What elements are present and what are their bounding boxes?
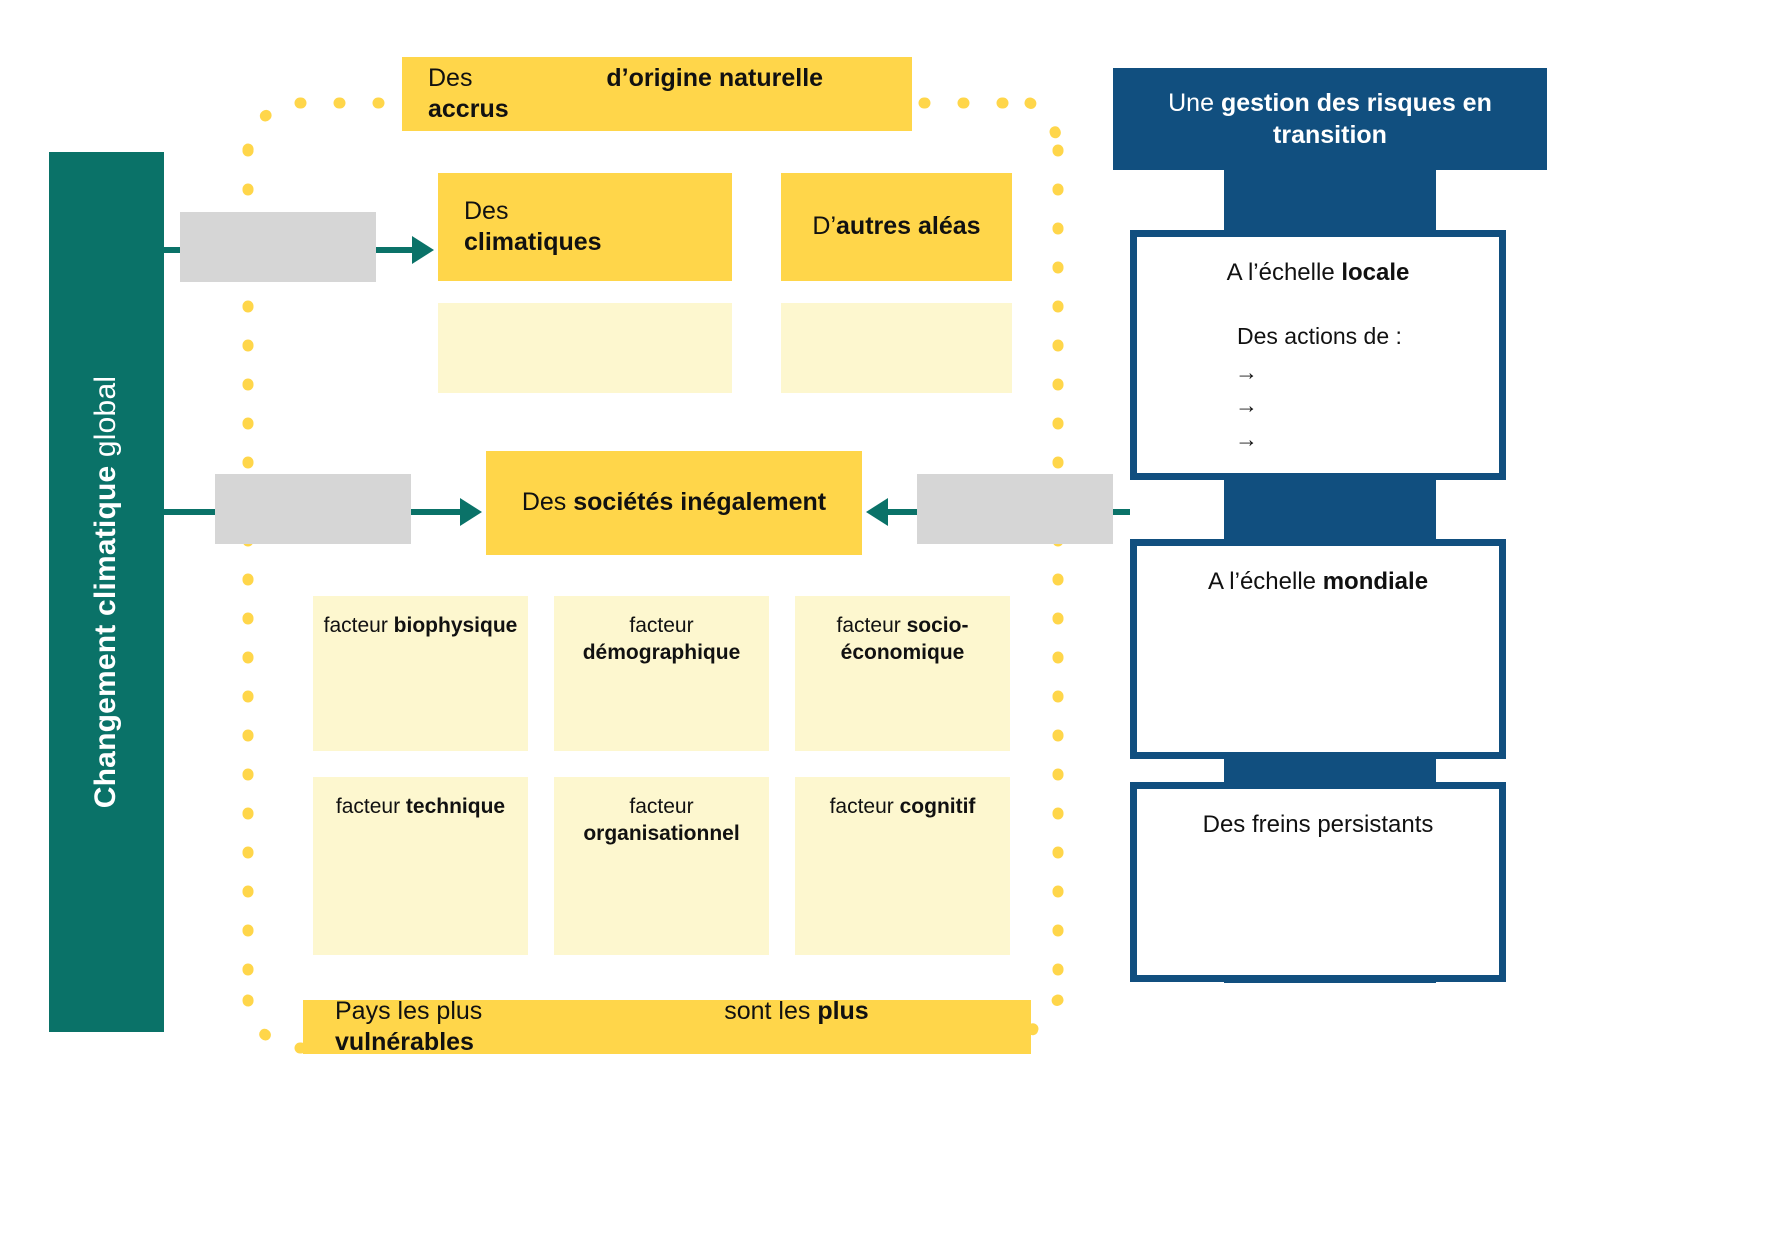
box-societies-text: Des sociétés inégalement: [486, 487, 862, 518]
answer-box-under-climatic[interactable]: [438, 303, 732, 393]
factor-2-lead: facteur: [836, 614, 907, 637]
factor-1-bold: démographique: [582, 641, 741, 665]
hazards-climatic-tail: climatiques: [464, 228, 602, 256]
box-bottom-banner-text: Pays les plus sont les plus vulnérables: [335, 996, 999, 1059]
left-title-regular: global: [89, 375, 123, 466]
arrow-bullet-icon-3[interactable]: →: [1235, 425, 1258, 452]
factor-card-1-text: facteur démographique: [554, 596, 769, 667]
card-locale-title-lead: A l’échelle: [1226, 259, 1342, 286]
card-freins-title-lead: Des freins persistants: [1202, 811, 1434, 838]
grey-placeholder-middle-left[interactable]: [215, 474, 411, 544]
societies-lead: Des: [521, 488, 574, 517]
factor-4-lead: facteur: [629, 795, 694, 818]
arrow-bullet-icon-1[interactable]: →: [1235, 359, 1258, 385]
factor-card-4[interactable]: facteur organisationnel: [554, 777, 769, 955]
factor-card-3-text: facteur technique: [313, 777, 528, 820]
factor-card-2[interactable]: facteur socio-économique: [795, 596, 1010, 751]
right-card-freins[interactable]: Des freins persistants: [1130, 782, 1506, 982]
left-title-band: Changement climatique global: [49, 152, 164, 1032]
connector-arrowhead-middle-left: [460, 498, 482, 526]
left-title-text: Changement climatique global: [90, 376, 124, 808]
box-societies[interactable]: Des sociétés inégalement: [486, 451, 862, 555]
box-hazards-other[interactable]: D’autres aléas: [781, 173, 1012, 281]
factor-card-0-text: facteur biophysique: [313, 596, 528, 639]
right-card-locale[interactable]: A l’échelle locale Des actions de : → → …: [1130, 230, 1506, 480]
connector-arrowhead-top: [412, 236, 434, 264]
factor-0-lead: facteur: [323, 614, 394, 637]
right-card-locale-subtitle: Des actions de :: [1237, 323, 1402, 349]
factor-3-lead: facteur: [335, 795, 406, 818]
card-mondiale-title-bold: mondiale: [1322, 568, 1429, 595]
right-card-locale-bullets: → → →: [1137, 350, 1499, 456]
banner-mid: sont les: [724, 996, 818, 1025]
box-hazards-other-text: D’autres aléas: [781, 211, 1012, 242]
factor-card-5-text: facteur cognitif: [795, 777, 1010, 820]
answer-box-under-other[interactable]: [781, 303, 1012, 393]
factor-5-lead: facteur: [829, 795, 900, 818]
factor-card-3[interactable]: facteur technique: [313, 777, 528, 955]
factor-card-4-text: facteur organisationnel: [554, 777, 769, 848]
hazards-other-tail: autres aléas: [836, 212, 981, 241]
card-mondiale-title-lead: A l’échelle: [1207, 568, 1323, 595]
factor-card-2-text: facteur socio-économique: [795, 596, 1010, 667]
factor-5-bold: cognitif: [899, 795, 976, 818]
box-hazards-climatic[interactable]: Des climatiques: [438, 173, 732, 281]
connector-arrowhead-middle-right: [866, 498, 888, 526]
banner-tail: plus vulnérables: [335, 996, 869, 1056]
factor-3-bold: technique: [405, 795, 506, 818]
grey-placeholder-top[interactable]: [180, 212, 376, 282]
right-card-mondiale-title: A l’échelle mondiale: [1137, 546, 1499, 596]
right-card-locale-title: A l’échelle locale: [1137, 237, 1499, 287]
factor-card-0[interactable]: facteur biophysique: [313, 596, 528, 751]
box-hazards-natural-text: Des d’origine naturelle accrus: [428, 63, 886, 126]
box-hazards-climatic-text: Des climatiques: [464, 196, 706, 259]
factor-card-1[interactable]: facteur démographique: [554, 596, 769, 751]
factor-card-5[interactable]: facteur cognitif: [795, 777, 1010, 955]
right-panel-header: Une gestion des risques en transition: [1113, 68, 1547, 170]
hazards-natural-lead: Des: [428, 63, 473, 92]
hazards-natural-tail: d’origine naturelle accrus: [428, 63, 824, 123]
hazards-other-lead: D’: [812, 212, 837, 241]
factor-1-lead: facteur: [629, 614, 694, 637]
banner-lead: Pays les plus: [335, 996, 483, 1025]
arrow-bullet-icon-2[interactable]: →: [1235, 392, 1258, 419]
box-bottom-banner[interactable]: Pays les plus sont les plus vulnérables: [303, 997, 1031, 1056]
factor-4-bold: organisationnel: [583, 822, 740, 846]
hazards-climatic-lead: Des: [464, 196, 509, 225]
right-header-bold: gestion des risques en transition: [1220, 88, 1492, 150]
societies-tail: sociétés inégalement: [573, 488, 827, 517]
left-title-bold: Changement climatique: [89, 465, 123, 809]
grey-placeholder-middle-right[interactable]: [917, 474, 1113, 544]
right-card-freins-title: Des freins persistants: [1137, 789, 1499, 839]
box-hazards-natural[interactable]: Des d’origine naturelle accrus: [402, 57, 912, 131]
factor-0-bold: biophysique: [393, 614, 518, 637]
card-locale-title-bold: locale: [1341, 259, 1410, 286]
right-header-lead: Une: [1168, 88, 1221, 117]
right-panel-header-text: Une gestion des risques en transition: [1139, 87, 1521, 152]
factor-2-bold: socio-économique: [840, 614, 969, 665]
right-card-mondiale[interactable]: A l’échelle mondiale: [1130, 539, 1506, 759]
